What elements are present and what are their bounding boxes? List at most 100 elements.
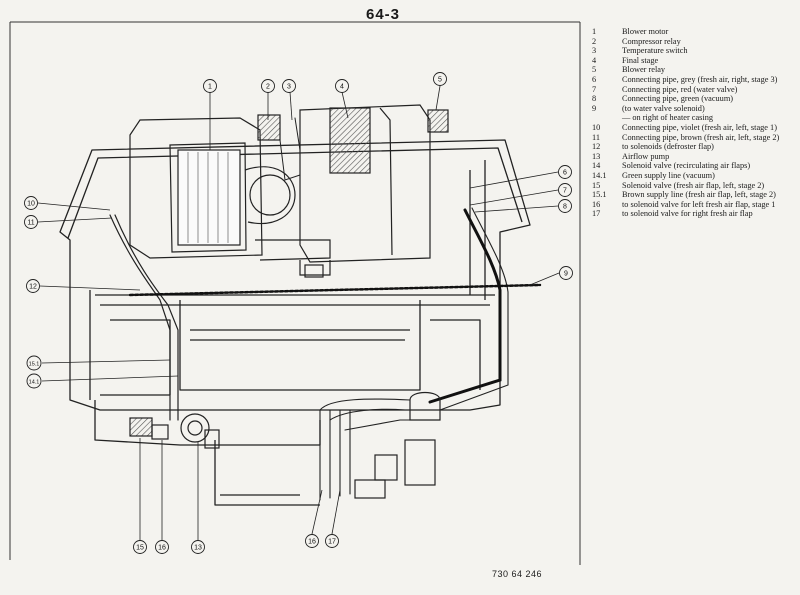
callout-15: 15 [133,540,147,554]
svg-text:11: 11 [27,220,34,227]
airflow-pump-and-solenoids [129,391,441,499]
leader-lines [37,85,560,540]
legend-item-number: 8 [592,94,597,104]
legend-item-number: 4 [592,55,597,65]
callout-12: 12 [26,279,40,293]
callout-7: 7 [558,183,572,197]
svg-text:14.1: 14.1 [29,380,40,386]
legend-item-text: Green supply line (vacuum) [622,170,715,180]
legend-item-text: — on right of heater casing [622,113,714,123]
legend-item-text: Temperature switch [622,46,688,56]
legend-item: 1 Blower motor [590,27,795,37]
legend-item-number: 14 [592,161,601,171]
legend-item-text: Connecting pipe, green (vacuum) [622,94,734,104]
legend-item-number: 17 [592,209,601,219]
legend-item-number: 12 [592,142,601,152]
legend-item-text: Connecting pipe, violet (fresh air, left… [622,122,777,132]
callout-1: 1 [203,79,217,93]
legend-item-number: 9 [592,103,597,113]
vacuum-pipes [109,117,542,501]
svg-text:15.1: 15.1 [29,362,40,368]
svg-text:5: 5 [438,77,442,84]
svg-text:4: 4 [340,84,344,91]
page-frame [9,21,581,565]
legend-item-text: Connecting pipe, brown (fresh air, left,… [622,132,780,142]
svg-text:2: 2 [266,84,270,91]
legend-item-text: Solenoid valve (recirculating air flaps) [622,161,751,171]
callouts: 1 2 3 4 5 6 7 8 9 10 11 12 15.1 14.1 15 … [24,72,573,554]
legend-item: 4 Final stage [590,56,795,66]
legend-item-number: 13 [592,151,601,161]
svg-text:13: 13 [194,545,202,552]
legend-item-number: 7 [592,84,597,94]
legend-item-text: Solenoid valve (fresh air flap, left, st… [622,180,765,190]
blower-motor-assembly [129,117,331,261]
legend-item-text: Connecting pipe, grey (fresh air, right,… [622,74,778,84]
legend-item-text: Connecting pipe, red (water valve) [622,84,738,94]
svg-text:6: 6 [563,170,567,177]
legend-item: 15.1 Brown supply line (fresh air flap, l… [590,190,795,200]
parts-legend: 1 Blower motor 2 Compressor relay 3 Temperatu… [590,27,795,219]
legend-item-number: 5 [592,65,597,75]
legend-item-number: 11 [592,132,600,142]
svg-text:17: 17 [328,539,336,546]
callout-5: 5 [433,72,447,86]
svg-text:7: 7 [563,188,567,195]
legend-item-text: Compressor relay [622,36,681,46]
legend-item-number: 15 [592,180,601,190]
legend-item-number: 1 [592,27,597,36]
callout-15-1: 15.1 [26,355,42,371]
legend-item: 13 Airflow pump [590,152,795,162]
figure-id: 730 64 246 [492,569,543,579]
legend-item: 14 Solenoid valve (recirculating air flap… [590,161,795,171]
svg-text:16: 16 [308,539,316,546]
legend-item: 7 Connecting pipe, red (water valve) [590,85,795,95]
svg-text:12: 12 [29,284,37,291]
svg-text:9: 9 [564,271,568,278]
legend-item-text: Final stage [622,55,659,65]
callout-16-left: 16 [155,540,169,554]
legend-item-number: 2 [592,36,597,46]
callout-4: 4 [335,79,349,93]
callout-6: 6 [558,165,572,179]
page-number: 64-3 [366,6,401,23]
callout-13: 13 [191,540,205,554]
legend-item-text: Blower motor [622,27,669,36]
callout-8: 8 [558,199,572,213]
svg-text:1: 1 [208,84,212,91]
callout-11: 11 [24,215,38,229]
legend-item-number: 3 [592,46,597,56]
legend-item: 16 to solenoid valve for left fresh air f… [590,200,795,210]
svg-text:15: 15 [136,545,144,552]
callout-2: 2 [261,79,275,93]
svg-text:3: 3 [287,84,291,91]
heater-core-block [257,104,449,278]
legend-item-number: 16 [592,199,601,209]
callout-14-1: 14.1 [26,373,42,389]
legend-item-text: to solenoid valve for left fresh air fla… [622,199,776,209]
legend-item: 11 Connecting pipe, brown (fresh air, lef… [590,133,795,143]
legend-item: 14.1 Green supply line (vacuum) [590,171,795,181]
legend-item: 6 Connecting pipe, grey (fresh air, right… [590,75,795,85]
legend-item-text: (to water valve solenoid) [622,103,705,113]
legend-item: 15 Solenoid valve (fresh air flap, left, … [590,181,795,191]
legend-item-text: Airflow pump [622,151,670,161]
svg-text:10: 10 [27,201,35,208]
svg-text:16: 16 [158,545,166,552]
legend-item-number: 6 [592,74,597,84]
legend-item-number [590,113,622,123]
callout-17: 17 [325,534,339,548]
heater-housing [59,139,531,506]
legend-item-number: 14.1 [592,170,607,180]
legend-item-text: Brown supply line (fresh air flap, left,… [622,190,776,200]
legend-item: 9 (to water valve solenoid) [590,104,795,114]
callout-10: 10 [24,196,38,210]
legend-item: 2 Compressor relay [590,37,795,47]
svg-text:8: 8 [563,204,567,211]
legend-item-number: 15.1 [592,190,607,200]
callout-3: 3 [282,79,296,93]
